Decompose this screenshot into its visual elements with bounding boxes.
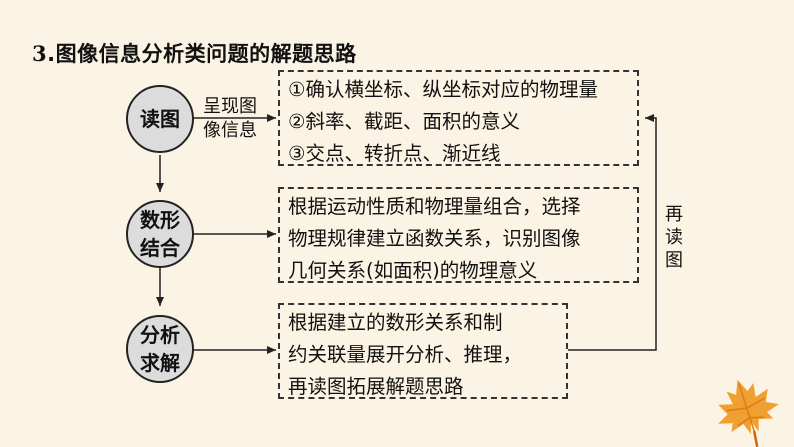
box-line: 再读图拓展解题思路 — [288, 375, 464, 398]
box-line: 约关联量展开分析、推理， — [288, 343, 523, 366]
title-text: .图像信息分析类问题的解题思路 — [47, 42, 357, 66]
feedback-label-char: 再 — [665, 204, 683, 225]
title-number: 3 — [32, 41, 48, 66]
section-title: 3.图像信息分析类问题的解题思路 — [32, 38, 357, 68]
box-read-details: ①确认横坐标、纵坐标对应的物理量 ②斜率、截距、面积的意义 ③交点、转折点、渐近… — [278, 70, 639, 166]
box-line: 根据建立的数形关系和制 — [288, 311, 503, 334]
step-label-line: 结合 — [140, 236, 180, 260]
step-combine-shape-number: 数形 结合 — [126, 200, 194, 268]
edge-label-line: 呈现图 — [203, 96, 257, 117]
feedback-label-reread: 再 读 图 — [662, 203, 686, 272]
feedback-loop-arrow — [568, 114, 657, 351]
box-line: 几何关系(如面积)的物理意义 — [288, 259, 538, 282]
box-line: 根据运动性质和物理量组合，选择 — [288, 195, 581, 218]
step-read-graph: 读图 — [126, 85, 194, 153]
box-line: ①确认横坐标、纵坐标对应的物理量 — [288, 78, 598, 101]
box-combine-details: 根据运动性质和物理量组合，选择 物理规律建立函数关系，识别图像 几何关系(如面积… — [278, 187, 639, 283]
step-label-line: 数形 — [140, 208, 180, 232]
feedback-label-char: 读 — [665, 227, 683, 248]
feedback-label-char: 图 — [665, 250, 683, 271]
box-solve-details: 根据建立的数形关系和制 约关联量展开分析、推理， 再读图拓展解题思路 — [278, 303, 568, 399]
edge-label-present-info: 呈现图 像信息 — [203, 95, 257, 143]
box-line: 物理规律建立函数关系，识别图像 — [288, 227, 581, 250]
box-line: ③交点、转折点、渐近线 — [288, 142, 501, 165]
step-label-line: 读图 — [140, 107, 180, 131]
edge-label-line: 像信息 — [203, 120, 257, 141]
step-label-line: 求解 — [140, 351, 180, 375]
maple-leaf-icon — [718, 379, 780, 447]
box-line: ②斜率、截距、面积的意义 — [288, 110, 520, 133]
step-label-line: 分析 — [140, 323, 180, 347]
step-analyze-solve: 分析 求解 — [126, 315, 194, 383]
